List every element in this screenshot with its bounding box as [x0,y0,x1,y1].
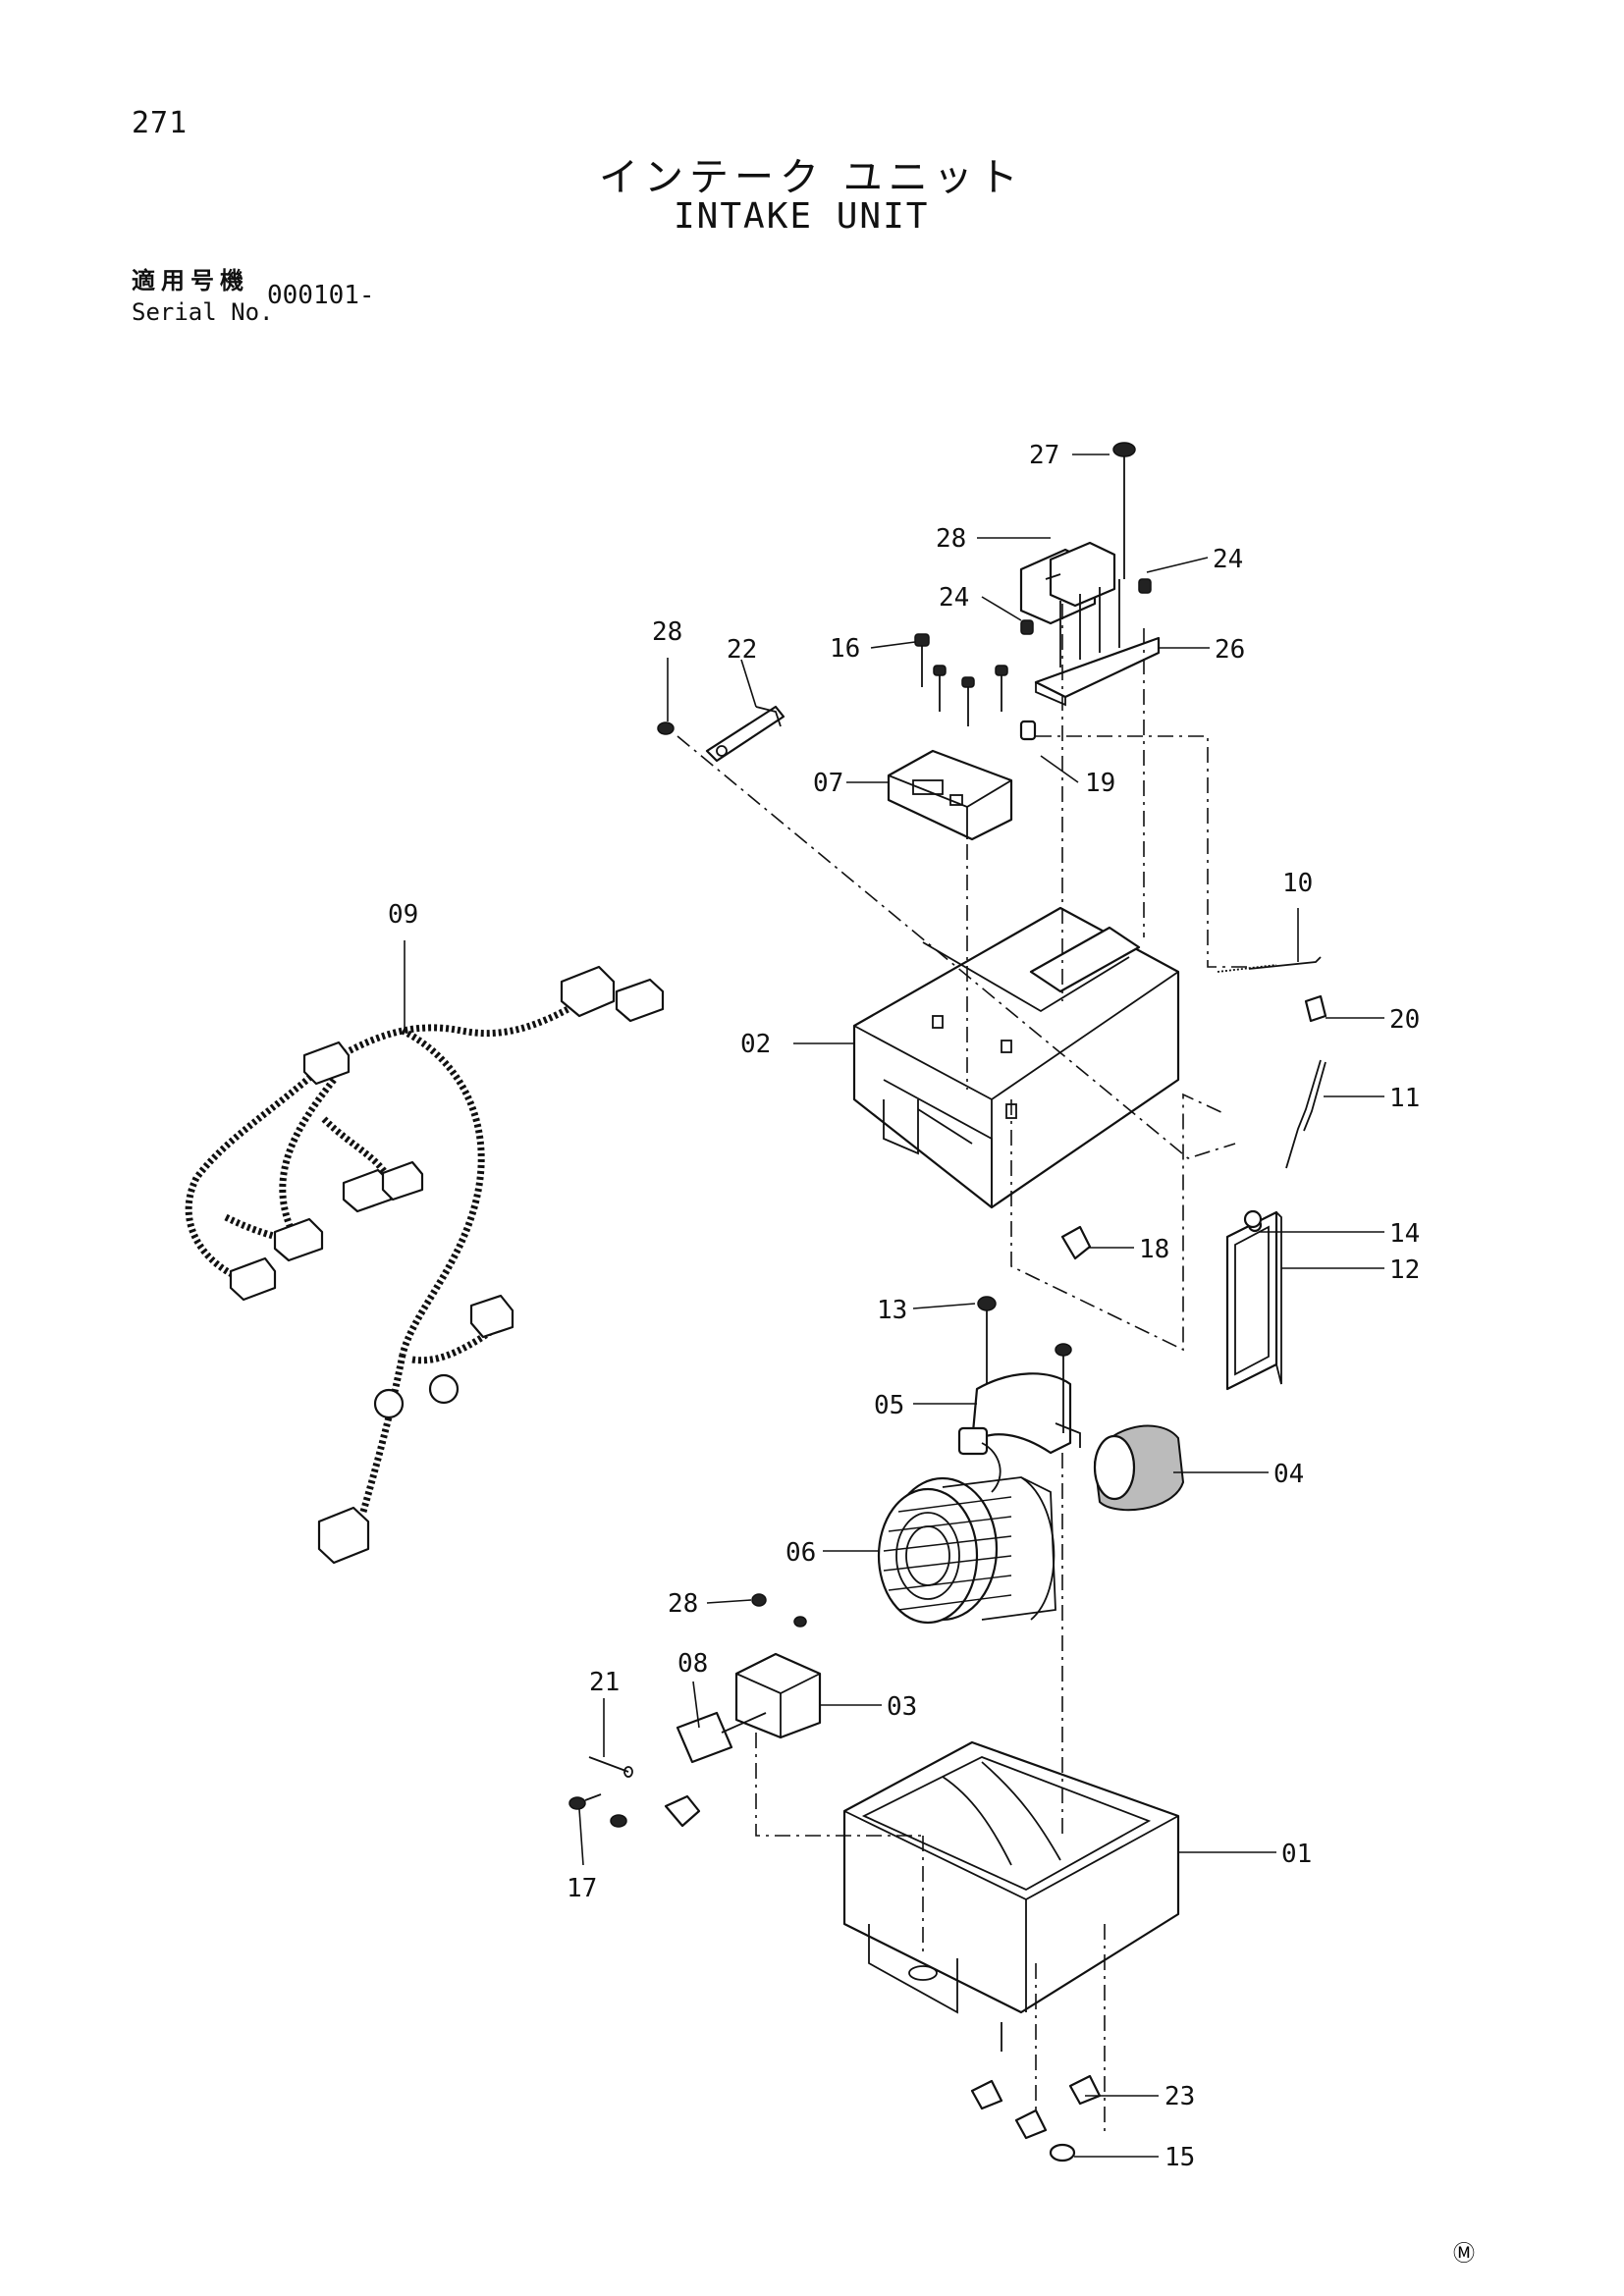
callout-01: 01 [1281,1840,1312,1869]
lever-part [676,1711,767,1764]
screw-27 [1112,442,1136,579]
callout-20: 20 [1389,1005,1420,1035]
callout-16: 16 [830,634,860,664]
serial-number-value: 000101- [267,281,375,310]
connector-19 [1019,720,1037,741]
callout-10: 10 [1282,869,1313,898]
callout-22: 22 [727,635,757,665]
screw-24-b [1020,619,1034,635]
scroll-housing-part [970,1296,1081,1455]
assembly-center-lines [677,604,1249,2135]
callout-28-bottom: 28 [668,1589,698,1619]
callout-04: 04 [1273,1460,1304,1489]
screw-group-16 [914,633,1008,726]
rod-21 [588,1756,633,1778]
screw-17 [568,1793,602,1810]
page-title-japanese: インテーク ユニット [599,155,1024,200]
relay-bracket-part [1019,541,1161,707]
screw-24-a [1138,578,1152,594]
clip-group-23 [970,2074,1102,2140]
callout-27: 27 [1029,441,1059,470]
callout-28-top: 28 [652,617,682,647]
callout-24-left: 24 [939,583,969,613]
serial-label: Serial No. [132,298,274,326]
callout-19: 19 [1085,769,1115,798]
callout-17: 17 [567,1874,597,1903]
callout-06: 06 [785,1538,816,1568]
callout-11: 11 [1389,1084,1420,1113]
callout-09: 09 [388,900,418,930]
blower-fan-part [877,1426,1056,1625]
actuator-part [734,1593,822,1739]
lower-case-part [842,1740,1180,2052]
bracket-part [657,705,785,763]
callout-18: 18 [1139,1235,1169,1264]
resistor-part [887,749,1013,841]
callout-24-right: 24 [1213,545,1243,574]
wire-harness-part [185,965,665,1565]
screw-15 [1049,2143,1076,2163]
callout-07: 07 [813,769,843,798]
page-number: 271 [132,106,189,140]
link-rod-parts [1217,956,1327,1169]
ring-part [1093,1424,1185,1512]
callout-03: 03 [887,1692,917,1722]
callout-12: 12 [1389,1255,1420,1285]
upper-case-part [852,906,1180,1209]
maker-mark-icon: Ⓜ [1453,2242,1475,2267]
clip-part [1060,1225,1092,1260]
callout-23: 23 [1164,2082,1195,2111]
callout-labels: 27 28 24 24 26 16 22 28 07 19 10 20 11 1… [388,441,1420,2172]
callout-02: 02 [740,1030,771,1059]
callout-13: 13 [877,1296,907,1325]
serial-label-japanese: 適用号機 [132,267,249,294]
callout-21: 21 [589,1668,620,1697]
callout-15: 15 [1164,2143,1195,2172]
callout-08: 08 [677,1649,708,1679]
connector-08 [610,1794,701,1828]
callout-26: 28 [936,524,966,554]
callout-14: 14 [1389,1219,1420,1249]
page-title: INTAKE UNIT [674,196,930,237]
callout-05: 05 [874,1391,904,1420]
leader-lines [404,454,1384,2158]
filter-part [1225,1209,1282,1391]
callout-25: 26 [1215,635,1245,665]
